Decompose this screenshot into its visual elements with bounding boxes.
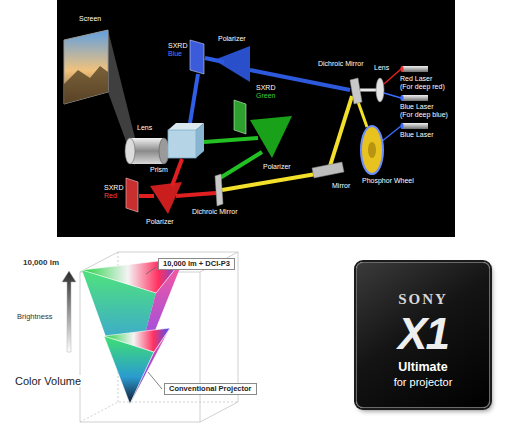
part-label: Polarizer — [218, 35, 246, 43]
color-label: Red — [104, 192, 117, 200]
dichroic-mirror — [350, 78, 362, 104]
cube-edge — [80, 402, 238, 422]
sxrd-panel-blue — [190, 40, 204, 74]
red-beam — [139, 194, 154, 198]
part-label: Polarizer — [146, 218, 174, 226]
part-label: SXRD — [104, 184, 123, 192]
callout-box: 10,000 lm + DCI-P3 — [158, 258, 235, 270]
blue-laser — [402, 123, 428, 129]
polarizer-blue — [214, 46, 250, 82]
blue-beam — [190, 74, 198, 123]
brand-text: SONY — [398, 291, 448, 308]
chip-text: for projector — [394, 376, 453, 388]
lens-front — [125, 138, 135, 164]
chip-text: Ultimate — [398, 361, 447, 375]
projection-beam — [108, 30, 135, 166]
cube-edge — [238, 252, 239, 402]
cube-edge — [200, 272, 201, 422]
screen — [64, 30, 108, 104]
laser-aperture — [400, 95, 403, 101]
green-beam — [220, 152, 262, 178]
sxrd-panel-red — [126, 178, 138, 212]
part-label: Prism — [150, 166, 168, 174]
volume-cube — [80, 252, 238, 422]
cube-edge — [80, 402, 238, 422]
part-label: Phosphor Wheel — [362, 177, 414, 185]
part-label: Screen — [79, 15, 101, 23]
red-laser-beam — [384, 69, 401, 84]
color-label: Blue — [168, 50, 182, 58]
axis-label: Brightness — [16, 313, 53, 321]
sxrd-panel-green — [234, 100, 246, 134]
yellow-beam — [357, 99, 367, 127]
yellow-beam — [222, 174, 316, 190]
part-label: Lens — [374, 64, 389, 72]
yellow-beam — [330, 96, 352, 166]
callout-text: Conventional Projector — [169, 385, 252, 393]
red-laser — [402, 66, 428, 72]
laser-aperture — [400, 66, 403, 72]
blue-laser-beam — [381, 126, 401, 142]
mirror — [312, 162, 344, 178]
callout-box: Conventional Projector — [164, 383, 257, 395]
red-beam — [176, 193, 216, 196]
dichroic-mirror — [215, 174, 223, 206]
part-label: Polarizer — [263, 163, 291, 171]
lens-rear — [159, 138, 169, 164]
color-label: Green — [256, 92, 275, 100]
polarizer-red — [150, 182, 182, 214]
laser-aperture — [400, 123, 403, 129]
leader-line — [146, 267, 156, 274]
part-label: Red Laser — [400, 75, 432, 83]
part-label: Blue Laser — [400, 131, 433, 139]
blue-laser-beam — [384, 93, 401, 98]
part-label: Dichroic Mirror — [192, 208, 238, 216]
prism-side — [196, 123, 204, 158]
part-label: Lens — [137, 124, 152, 132]
chart-title: Color Volume — [14, 375, 82, 387]
part-label: SXRD — [168, 42, 187, 50]
logo-text: X1 — [398, 310, 448, 358]
conventional-top — [104, 328, 170, 352]
part-label: SXRD — [256, 84, 275, 92]
green-beam — [204, 138, 258, 142]
axis-value: 10,000 lm — [22, 259, 60, 268]
red-beam — [172, 159, 182, 186]
chip-badge: SONY X1Ultimatefor projector — [356, 262, 490, 408]
polarizer-green — [250, 116, 292, 158]
part-label: Mirror — [332, 182, 350, 190]
panel-background — [57, 0, 455, 237]
part-note: (For deep red) — [400, 83, 445, 91]
phosphor-wheel — [361, 126, 383, 174]
cube-edge — [80, 272, 81, 422]
condenser-lens — [376, 78, 384, 102]
part-note: (For deep blue) — [400, 111, 448, 119]
combined-beam — [360, 89, 376, 92]
wheel-hub — [368, 142, 376, 158]
leader-line — [148, 372, 162, 389]
part-label: Blue Laser — [400, 103, 433, 111]
part-label: Dichroic Mirror — [318, 60, 364, 68]
callout-text: 10,000 lm + DCI-P3 — [163, 260, 230, 268]
blue-laser — [402, 95, 428, 101]
brightness-arrow — [62, 271, 76, 352]
prism — [168, 130, 196, 158]
screen-image — [64, 66, 108, 104]
